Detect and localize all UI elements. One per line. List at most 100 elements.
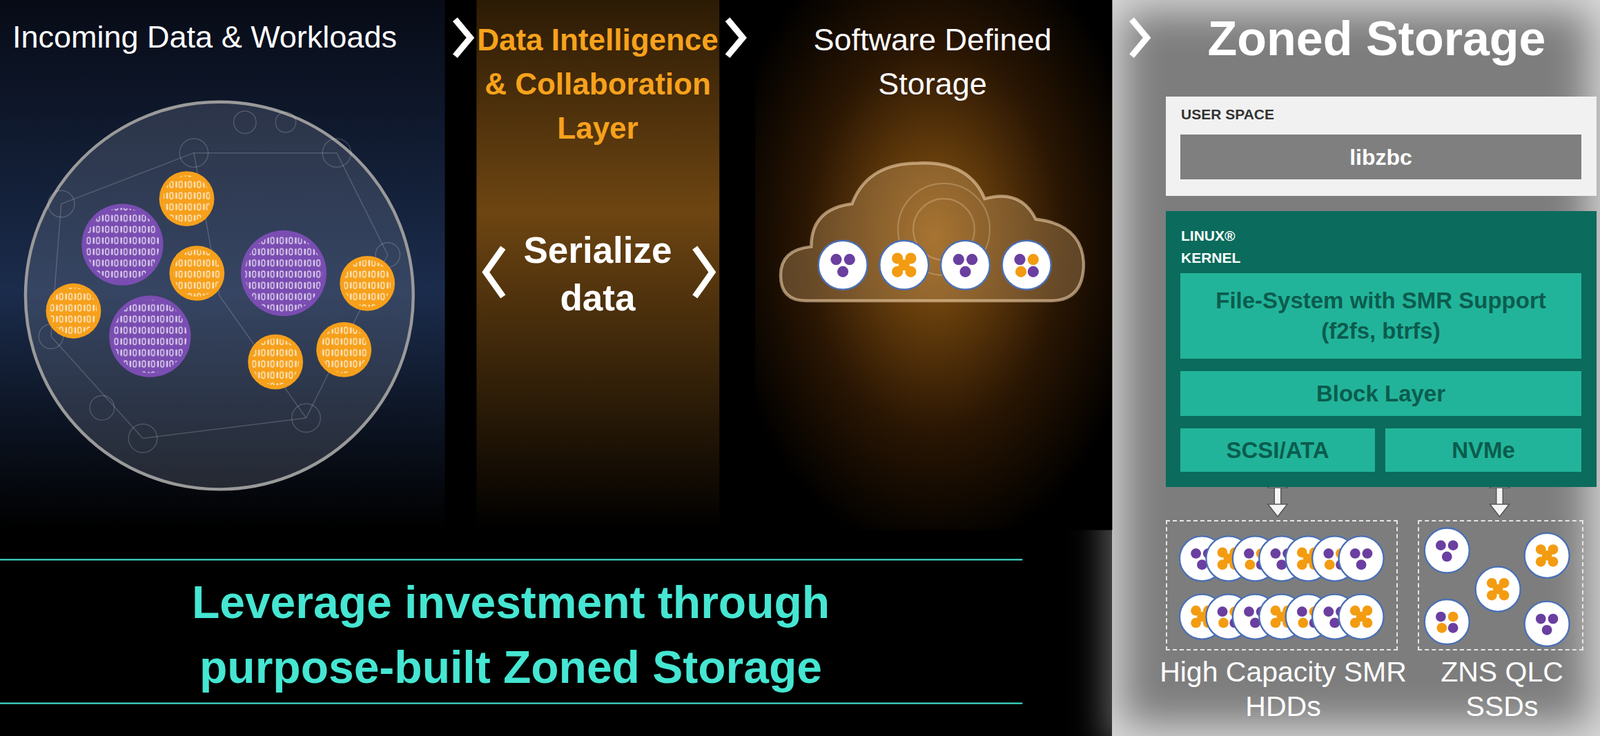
data-dot bbox=[1362, 548, 1373, 560]
data-dot bbox=[1435, 612, 1447, 623]
data-object bbox=[940, 240, 990, 290]
data-dot bbox=[1245, 559, 1256, 571]
device-group: ZNS QLC SSDs bbox=[1417, 520, 1584, 651]
data-dot bbox=[1323, 548, 1334, 560]
node-label: High Capacity SMR HDDs bbox=[1158, 655, 1408, 725]
data-dot bbox=[1218, 618, 1229, 629]
data-object bbox=[818, 240, 868, 290]
data-dot bbox=[1448, 540, 1459, 551]
data-object bbox=[1424, 528, 1470, 574]
data-object bbox=[1524, 533, 1570, 579]
data-object bbox=[879, 240, 929, 290]
data-dot bbox=[1436, 623, 1447, 634]
data-dot bbox=[898, 259, 910, 271]
node-label: USER SPACE bbox=[1181, 104, 1275, 125]
data-dot bbox=[1542, 625, 1553, 636]
data-dot bbox=[1323, 606, 1334, 618]
data-bits bbox=[320, 326, 368, 374]
data-dot bbox=[1493, 584, 1504, 595]
node-label: Incoming Data & Workloads bbox=[12, 17, 397, 57]
data-dot bbox=[1013, 254, 1026, 266]
data-dot bbox=[1243, 548, 1255, 560]
data-object bbox=[1524, 601, 1570, 647]
data-bits bbox=[343, 260, 391, 308]
data-blob bbox=[81, 204, 163, 286]
data-blob bbox=[247, 334, 304, 390]
data-dot bbox=[1027, 266, 1039, 278]
data-dot bbox=[1243, 606, 1255, 618]
node-label: Zoned Storage bbox=[1132, 12, 1600, 65]
data-bits bbox=[113, 299, 187, 373]
data-dot bbox=[1542, 550, 1553, 562]
data-dot bbox=[1350, 548, 1361, 560]
data-object bbox=[1002, 240, 1052, 290]
node-label: Data Intelligence & Collaboration Layer bbox=[476, 17, 720, 151]
column-panel: Data Intelligence & Collaboration LayerS… bbox=[476, 0, 720, 539]
data-blob bbox=[46, 283, 102, 339]
node-label: libzbc bbox=[1349, 144, 1413, 171]
arrow-head bbox=[1490, 504, 1510, 517]
data-blob bbox=[109, 296, 191, 378]
data-dot bbox=[1015, 266, 1027, 278]
data-object bbox=[1339, 536, 1384, 582]
data-dot bbox=[1270, 548, 1282, 560]
data-dot bbox=[1296, 606, 1308, 618]
data-object bbox=[1475, 567, 1521, 613]
arrow-shaft bbox=[1274, 486, 1281, 506]
node-label: SCSI/ATA bbox=[1225, 436, 1329, 465]
arrow-shaft-outline bbox=[1495, 486, 1504, 506]
column-panel: Software Defined Storage bbox=[755, 0, 1110, 539]
data-bits bbox=[245, 234, 323, 312]
user-space-box: USER SPACE libzbc bbox=[1165, 96, 1597, 197]
data-dot bbox=[1435, 540, 1447, 551]
driver-box: NVMe bbox=[1385, 428, 1582, 473]
arrow-head bbox=[1267, 504, 1288, 517]
layer-box: File-System with SMR Support (f2fs, btrf… bbox=[1180, 273, 1582, 359]
kernel-box: LINUX® KERNEL File-System with SMR Suppor… bbox=[1165, 211, 1597, 488]
data-dot bbox=[1441, 552, 1453, 563]
data-dot bbox=[1448, 623, 1459, 634]
data-dot bbox=[1548, 614, 1559, 625]
data-dot bbox=[1324, 559, 1335, 571]
data-blob bbox=[339, 256, 395, 312]
data-dot bbox=[1356, 612, 1367, 623]
data-bits bbox=[85, 207, 159, 281]
node-label: LINUX® KERNEL bbox=[1181, 225, 1251, 270]
data-dot bbox=[1535, 614, 1547, 625]
data-dot bbox=[1356, 559, 1367, 571]
data-blob bbox=[169, 245, 225, 301]
data-bits bbox=[173, 249, 221, 297]
data-blob bbox=[159, 171, 215, 227]
data-bits bbox=[163, 175, 211, 223]
node-label: Software Defined Storage bbox=[755, 17, 1110, 107]
data-dot bbox=[844, 254, 856, 266]
node-label: File-System with SMR Support (f2fs, btrf… bbox=[1198, 285, 1564, 347]
node-label: NVMe bbox=[1451, 436, 1516, 465]
data-bits bbox=[251, 338, 299, 386]
data-dot bbox=[966, 254, 978, 266]
data-dot bbox=[1190, 548, 1202, 560]
library-box: libzbc bbox=[1180, 134, 1582, 180]
data-blob bbox=[316, 322, 372, 378]
data-dot bbox=[953, 254, 965, 266]
layer-box: Block Layer bbox=[1180, 371, 1582, 417]
arrow-shaft-outline bbox=[1274, 486, 1282, 506]
data-dot bbox=[1217, 606, 1228, 618]
data-object bbox=[1339, 594, 1384, 640]
data-dot bbox=[830, 254, 842, 266]
column-panel: Incoming Data & Workloads bbox=[0, 0, 449, 546]
node-label: Block Layer bbox=[1316, 380, 1446, 408]
data-dot bbox=[837, 266, 849, 278]
driver-box: SCSI/ATA bbox=[1180, 428, 1375, 473]
data-dot bbox=[1448, 612, 1459, 623]
zoned-panel: Zoned StorageUSER SPACE libzbcLINUX® KERN… bbox=[1111, 0, 1600, 736]
node-label: ZNS QLC SSDs bbox=[1410, 655, 1594, 725]
data-bits bbox=[49, 287, 97, 335]
data-blob bbox=[240, 230, 327, 317]
caption: Leverage investment through purpose-buil… bbox=[113, 570, 908, 700]
data-object bbox=[1424, 599, 1470, 645]
data-dot bbox=[1027, 254, 1039, 266]
node-body: Serialize data bbox=[508, 226, 688, 322]
data-dot bbox=[959, 266, 971, 278]
